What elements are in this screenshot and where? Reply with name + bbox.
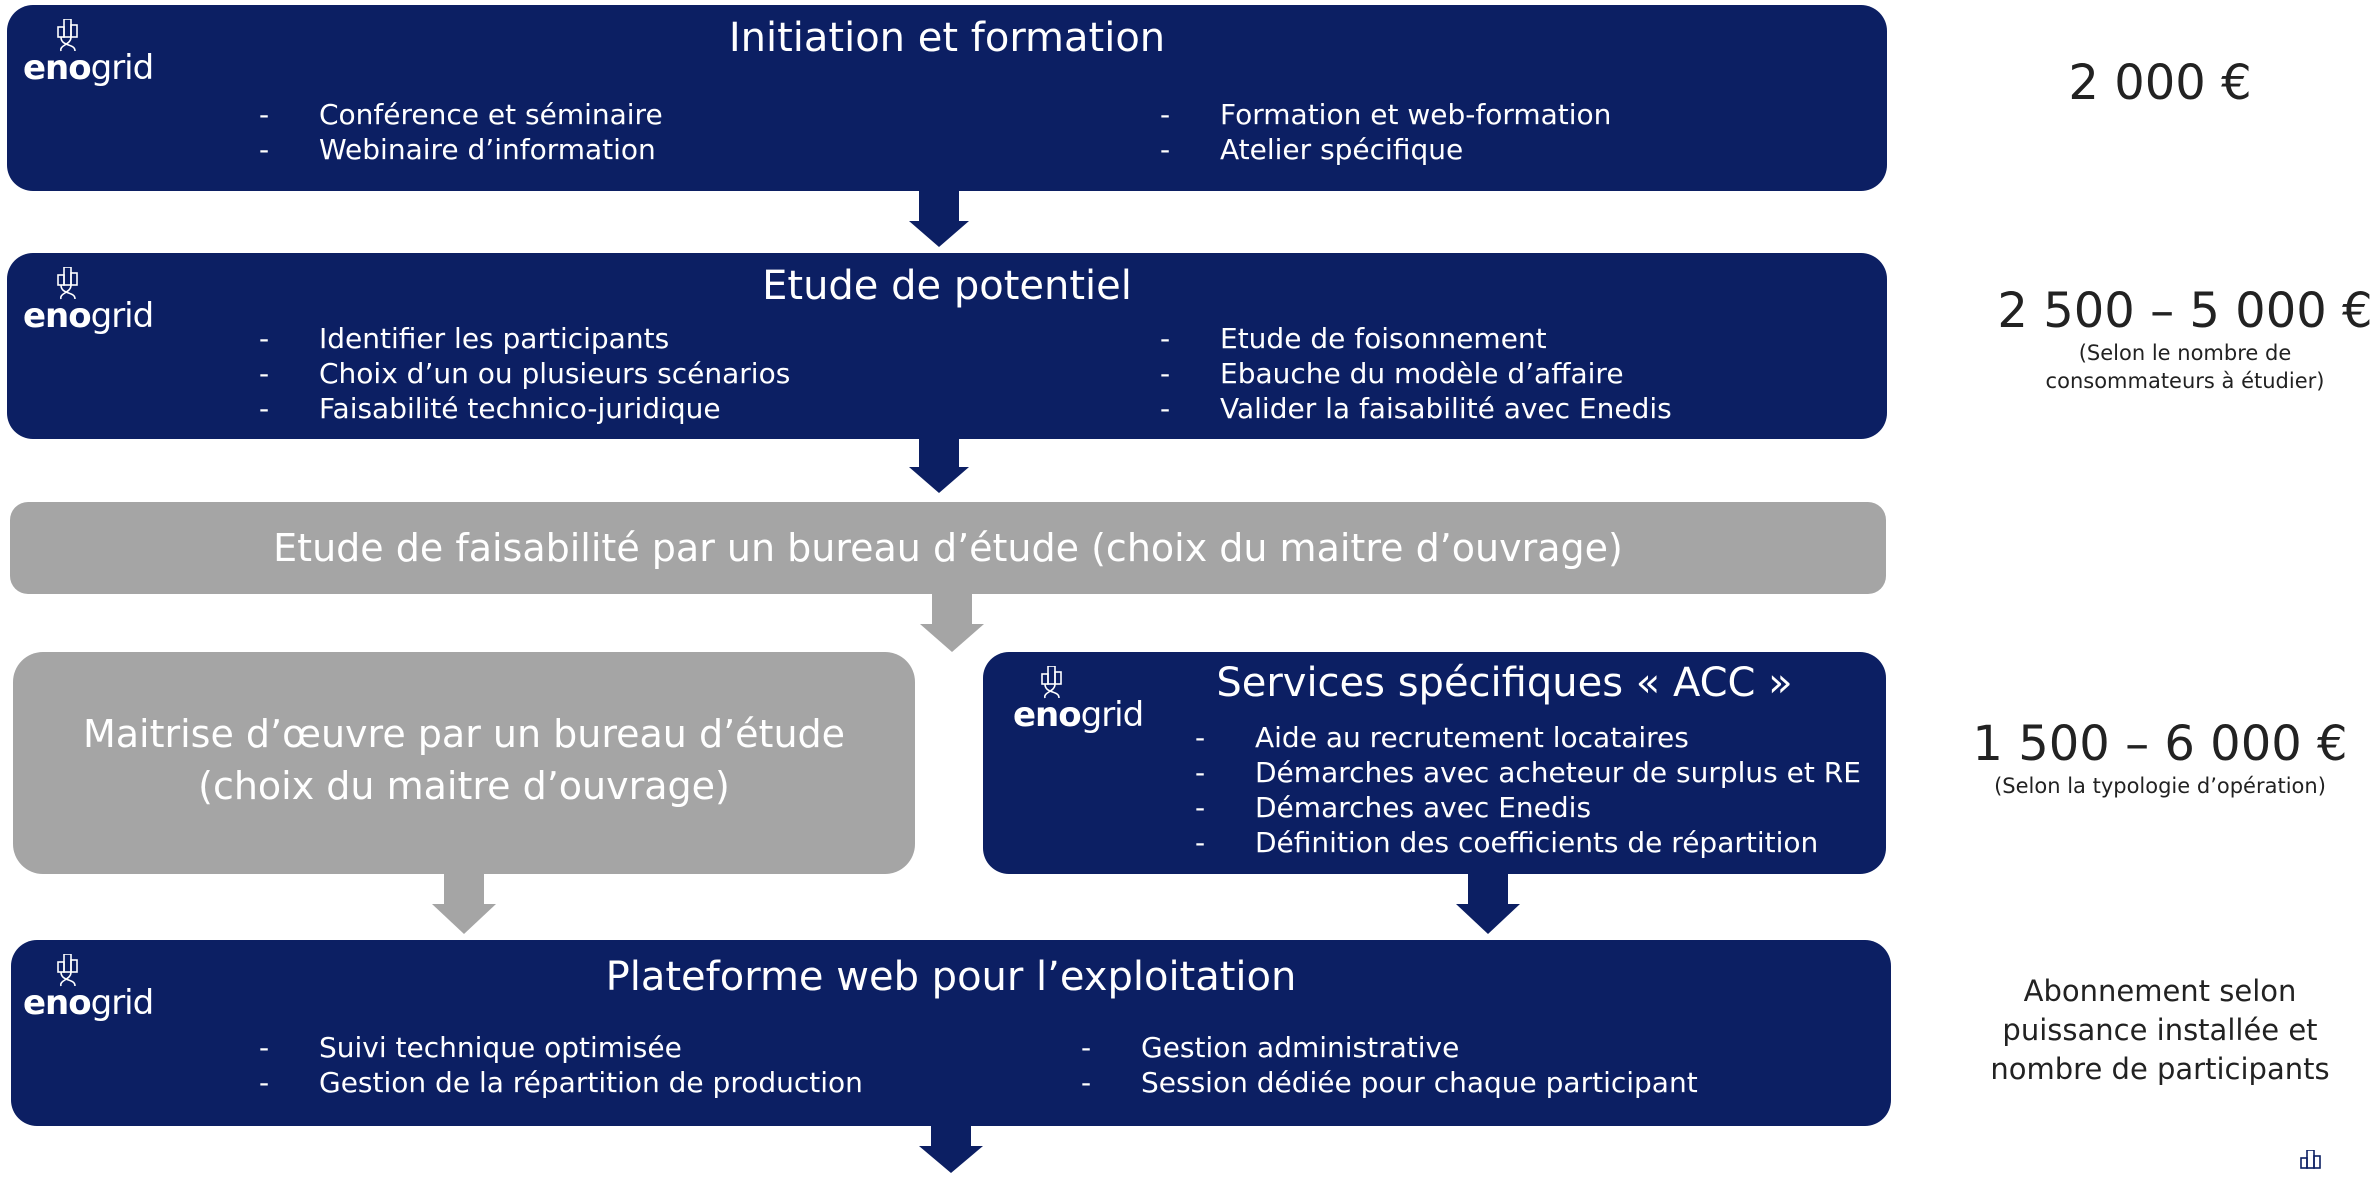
list-item: Formation et web-formation — [1160, 97, 1611, 132]
arrow-down-icon — [444, 874, 484, 904]
list-item: Suivi technique optimisée — [259, 1030, 863, 1065]
step-plateforme-box: enogrid Plateforme web pour l’exploitati… — [11, 940, 1891, 1126]
price-note: (Selon le nombre de — [2078, 341, 2292, 365]
arrow-down-icon — [920, 624, 984, 652]
arrow-down-icon — [909, 221, 969, 247]
list-item: Session dédiée pour chaque participant — [1081, 1065, 1698, 1100]
list-item: Gestion administrative — [1081, 1030, 1698, 1065]
enogrid-logo: enogrid — [23, 48, 154, 88]
step-title: Initiation et formation — [728, 15, 1166, 61]
price-note: nombre de participants — [1990, 1052, 2330, 1086]
arrow-down-icon — [432, 904, 496, 934]
arrow-down-icon — [919, 191, 959, 221]
step-items-left: Conférence et séminaire Webinaire d’info… — [259, 97, 663, 167]
step-faisabilite-box: Etude de faisabilité par un bureau d’étu… — [10, 502, 1886, 594]
price-note: puissance installée et — [2002, 1013, 2318, 1047]
step-items-right: Formation et web-formation Atelier spéci… — [1160, 97, 1611, 167]
arrow-down-icon — [909, 467, 969, 493]
list-item: Ebauche du modèle d’affaire — [1160, 356, 1672, 391]
arrow-down-icon — [1456, 904, 1520, 934]
step-items: Aide au recrutement locataires Démarches… — [1195, 720, 1861, 860]
enogrid-logo: enogrid — [23, 296, 154, 336]
price-amount: 1 500 – 6 000 € — [1972, 716, 2348, 772]
list-item: Webinaire d’information — [259, 132, 663, 167]
enogrid-logo: enogrid — [1013, 695, 1144, 735]
price-note: consommateurs à étudier) — [2045, 369, 2325, 393]
step-title: Etude de faisabilité par un bureau d’étu… — [273, 526, 1623, 570]
step-potentiel-box: enogrid Etude de potentiel Identifier le… — [7, 253, 1887, 439]
price-amount: 2 500 – 5 000 € — [1997, 283, 2373, 339]
price-plateforme: Abonnement selon puissance installée et … — [1960, 972, 2360, 1089]
arrow-down-icon — [919, 1146, 983, 1173]
step-items-right: Etude de foisonnement Ebauche du modèle … — [1160, 321, 1672, 426]
step-maitrise-box: Maitrise d’œuvre par un bureau d’étude (… — [13, 652, 915, 874]
step-title: Services spécifiques « ACC » — [1216, 660, 1793, 706]
step-items-right: Gestion administrative Session dédiée po… — [1081, 1030, 1698, 1100]
list-item: Aide au recrutement locataires — [1195, 720, 1861, 755]
list-item: Atelier spécifique — [1160, 132, 1611, 167]
arrow-down-icon — [919, 439, 959, 467]
list-item: Faisabilité technico-juridique — [259, 391, 790, 426]
arrow-down-icon — [1468, 874, 1508, 904]
step-title-line2: (choix du maitre d’ouvrage) — [198, 764, 730, 808]
list-item: Identifier les participants — [259, 321, 790, 356]
list-item: Démarches avec Enedis — [1195, 790, 1861, 825]
enogrid-logo: enogrid — [23, 983, 154, 1023]
step-services-box: enogrid Services spécifiques « ACC » Aid… — [983, 652, 1886, 874]
step-items-left: Identifier les participants Choix d’un o… — [259, 321, 790, 426]
price-note: Abonnement selon — [2023, 974, 2297, 1008]
list-item: Gestion de la répartition de production — [259, 1065, 863, 1100]
enogrid-corner-mark-icon — [2298, 1149, 2324, 1177]
list-item: Conférence et séminaire — [259, 97, 663, 132]
price-amount: 2 000 € — [2068, 55, 2252, 111]
price-potentiel: 2 500 – 5 000 € (Selon le nombre de cons… — [1990, 283, 2376, 395]
arrow-down-icon — [932, 594, 972, 624]
step-items-left: Suivi technique optimisée Gestion de la … — [259, 1030, 863, 1100]
step-title: Etude de potentiel — [762, 263, 1132, 309]
list-item: Démarches avec acheteur de surplus et RE — [1195, 755, 1861, 790]
price-note: (Selon la typologie d’opération) — [1994, 774, 2326, 798]
list-item: Choix d’un ou plusieurs scénarios — [259, 356, 790, 391]
list-item: Etude de foisonnement — [1160, 321, 1672, 356]
price-initiation: 2 000 € — [1960, 55, 2360, 111]
step-initiation-box: enogrid Initiation et formation Conféren… — [7, 5, 1887, 191]
price-services: 1 500 – 6 000 € (Selon la typologie d’op… — [1960, 716, 2360, 800]
step-title-line1: Maitrise d’œuvre par un bureau d’étude — [82, 712, 846, 756]
list-item: Définition des coefficients de répartiti… — [1195, 825, 1861, 860]
arrow-down-icon — [931, 1126, 971, 1146]
list-item: Valider la faisabilité avec Enedis — [1160, 391, 1672, 426]
step-title: Plateforme web pour l’exploitation — [605, 954, 1297, 1000]
